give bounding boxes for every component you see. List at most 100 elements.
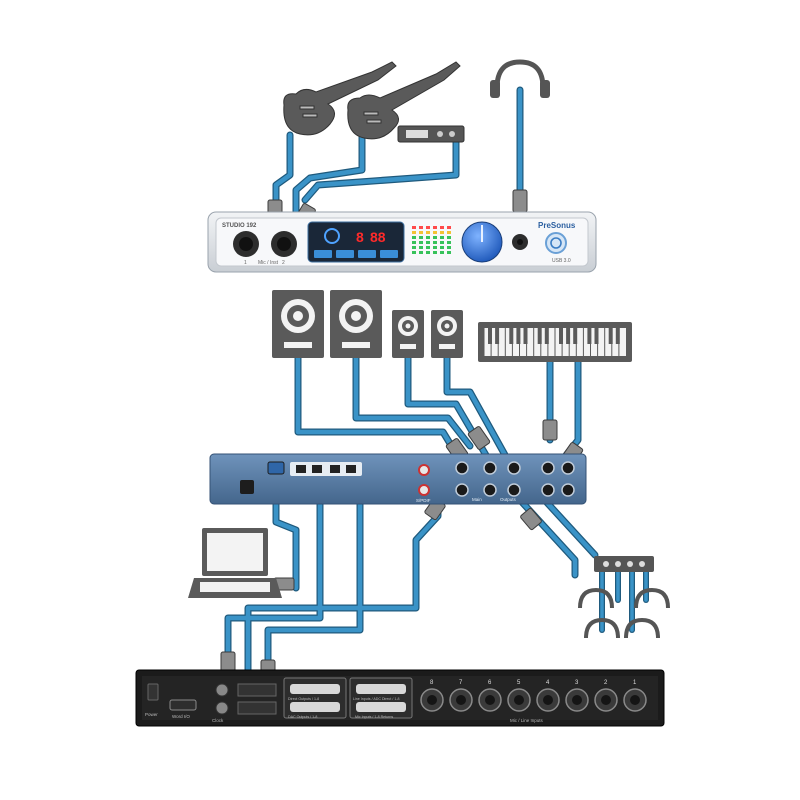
xlr-input-core: [543, 695, 553, 705]
mic-line-inputs-label: Mic / Line Inputs: [510, 718, 544, 723]
xlr-input-number: 3: [575, 680, 579, 686]
black-key: [566, 328, 571, 344]
meter-led: [426, 246, 430, 249]
meter-led: [447, 251, 451, 254]
line-inputs-label: Line Inputs / ADC Direct / 1-8: [353, 697, 400, 701]
output-jack: [541, 483, 555, 497]
meter-led: [426, 231, 430, 234]
fx-unit-icon: [397, 125, 465, 143]
xlr-input-core: [572, 695, 582, 705]
meter-led: [447, 241, 451, 244]
laptop-icon: [188, 528, 282, 598]
xlr-input-core: [601, 695, 611, 705]
meter-led: [426, 241, 430, 244]
meter-led: [433, 246, 437, 249]
word-io-label: Word I/O: [172, 714, 190, 719]
meter-led: [419, 251, 423, 254]
meter-led: [440, 246, 444, 249]
output-jack: [561, 461, 575, 475]
direct-outputs-label: Direct Outputs / 1-8: [288, 697, 319, 701]
bass-guitar-icon: [347, 61, 461, 140]
headphones-icon: [490, 59, 550, 98]
mic-returns-label: Mic Inputs / 1-8 Returns: [355, 715, 393, 719]
black-key: [573, 328, 578, 344]
display-button-4[interactable]: [380, 250, 398, 258]
black-key: [559, 328, 563, 344]
output-jack: [483, 461, 497, 475]
meter-led: [440, 241, 444, 244]
preamp-rack-unit: Power Word I/O Clock Direct Outputs / 1-…: [135, 669, 665, 727]
meter-led: [419, 246, 423, 249]
meter-led: [447, 226, 451, 229]
brand-logo-text: PreSonus: [538, 221, 576, 230]
meter-led: [433, 231, 437, 234]
mic-inst-label: Mic / Inst: [258, 260, 279, 266]
adat-io: [237, 683, 277, 715]
display-button-3[interactable]: [358, 250, 376, 258]
meter-led: [447, 236, 451, 239]
meter-led: [426, 251, 430, 254]
combo-input-2: [271, 231, 297, 257]
clock-label: Clock: [212, 718, 224, 723]
studio-monitor-icon: [392, 310, 424, 358]
xlr-input-number: 6: [488, 680, 492, 686]
output-jack: [455, 483, 469, 497]
xlr-input-number: 4: [546, 680, 550, 686]
spdif-label: S/PDIF: [416, 498, 431, 503]
studio-monitor-icon: [330, 290, 382, 358]
meter-led: [412, 236, 416, 239]
output-jack: [541, 461, 555, 475]
meter-led: [412, 251, 416, 254]
black-key: [516, 328, 521, 344]
output-jack: [455, 461, 469, 475]
xlr-input-number: 2: [604, 680, 608, 686]
xlr-input-number: 7: [459, 680, 463, 686]
meter-led: [440, 251, 444, 254]
meter-led: [433, 236, 437, 239]
control-display: 8 88: [307, 221, 405, 263]
channel-1-label: 1: [244, 260, 247, 266]
xlr-input-core: [485, 695, 495, 705]
xlr-input-core: [630, 695, 640, 705]
dac-outputs-label: DAC Outputs / 1-8: [288, 715, 317, 719]
output-jack: [561, 483, 575, 497]
meter-led: [440, 226, 444, 229]
output-jack: [507, 483, 521, 497]
meter-led: [419, 241, 423, 244]
black-key: [495, 328, 500, 344]
meter-led: [433, 251, 437, 254]
main-outputs-label: Main: [472, 497, 482, 502]
meter-led: [426, 236, 430, 239]
meter-led: [412, 246, 416, 249]
power-button[interactable]: [545, 232, 567, 254]
output-jack: [507, 461, 521, 475]
usb-port: [267, 461, 285, 475]
meter-led: [412, 241, 416, 244]
meter-led: [419, 226, 423, 229]
black-key: [594, 328, 599, 344]
display-button-2[interactable]: [336, 250, 354, 258]
black-key: [608, 328, 613, 344]
main-volume-knob[interactable]: [461, 221, 503, 263]
black-key: [587, 328, 592, 344]
power-switch[interactable]: [147, 683, 159, 701]
meter-led: [447, 246, 451, 249]
meter-led: [447, 231, 451, 234]
meter-led: [419, 236, 423, 239]
spdif-ports: S/PDIF: [416, 464, 431, 503]
headphone-output-jack: [512, 234, 528, 250]
black-key: [488, 328, 492, 344]
meter-led: [412, 226, 416, 229]
studio-monitor-icon: [431, 310, 463, 358]
outputs-label: Outputs: [500, 497, 517, 502]
electric-guitar-icon: [283, 61, 397, 136]
model-label: STUDIO 192: [222, 223, 257, 229]
xlr-input-core: [427, 695, 437, 705]
display-button-1[interactable]: [314, 250, 332, 258]
clock-ports: Clock: [212, 683, 229, 723]
line-outputs: [455, 461, 575, 497]
black-key: [544, 328, 549, 344]
